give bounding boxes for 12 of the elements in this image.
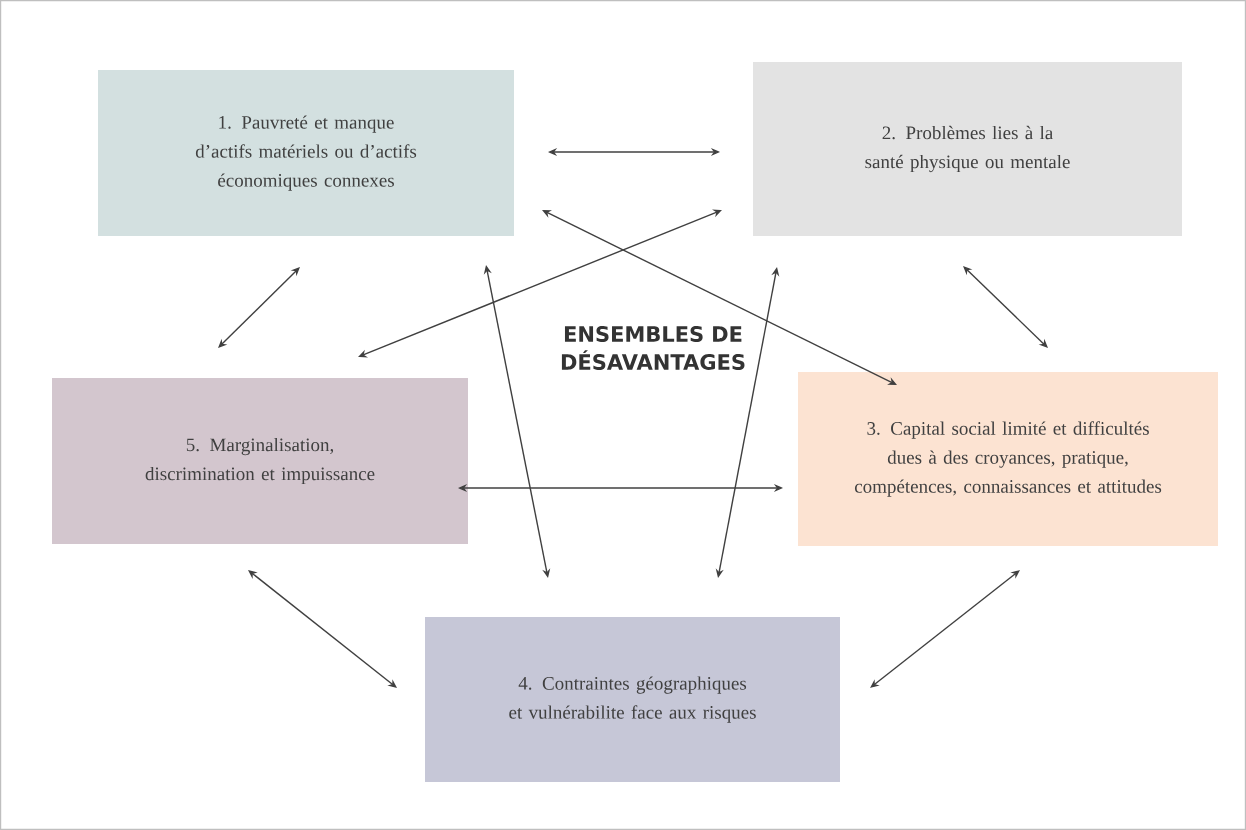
double-arrow	[870, 570, 1020, 688]
text-box: 3. Capital social limité et difficultés dues à des croyances, pratique, compétences, connaissances et attitudes	[798, 372, 1218, 546]
center-heading: ENSEMBLES DE DÉSAVANTAGES	[561, 326, 745, 370]
text-box: 2. Problèmes lies à la santé physique ou mentale	[753, 62, 1182, 236]
text-box: 1. Pauvreté et manque d’actifs matériels ou d’actifs économiques connexes	[98, 70, 514, 236]
text-box: 4. Contraintes géographiques et vulnérabilite face aux risques	[425, 617, 840, 782]
double-arrow	[963, 266, 1048, 348]
double-arrow	[358, 209, 722, 358]
double-arrow	[218, 267, 300, 348]
text-box: 5. Marginalisation, discrimination et impuissance	[52, 378, 468, 544]
double-arrow	[542, 210, 897, 385]
double-arrow	[248, 570, 397, 688]
